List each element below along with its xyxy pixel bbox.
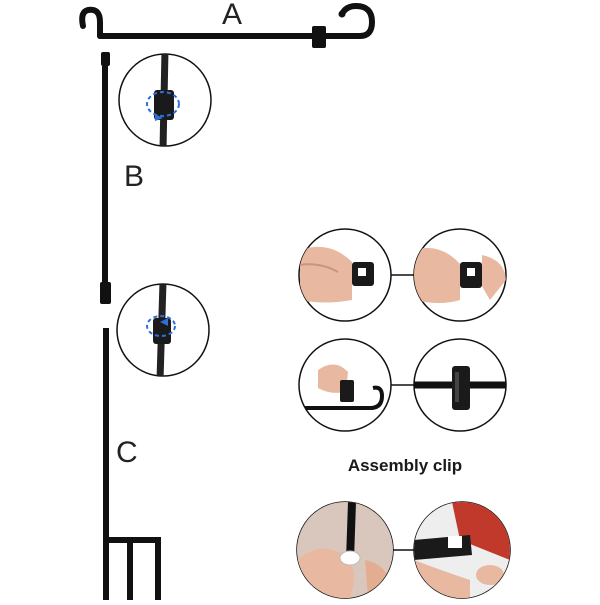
clip-step-1b	[413, 228, 507, 322]
part-b-label: B	[124, 160, 145, 193]
part-c-label: C	[116, 436, 138, 469]
clip-step-1a	[298, 228, 392, 322]
clip-step-2a	[298, 338, 392, 432]
clip-step-3a	[296, 501, 394, 599]
part-a-label: A	[222, 0, 243, 31]
part-c-stake	[103, 328, 161, 600]
part-a-arm	[79, 2, 376, 48]
detail-bottom-joint	[116, 283, 210, 377]
assembly-clip-caption: Assembly clip	[347, 456, 463, 475]
clip-step-2b	[413, 338, 507, 432]
clip-step-3b	[413, 501, 511, 599]
part-b-pole	[100, 52, 111, 304]
detail-top-joint	[118, 53, 212, 147]
